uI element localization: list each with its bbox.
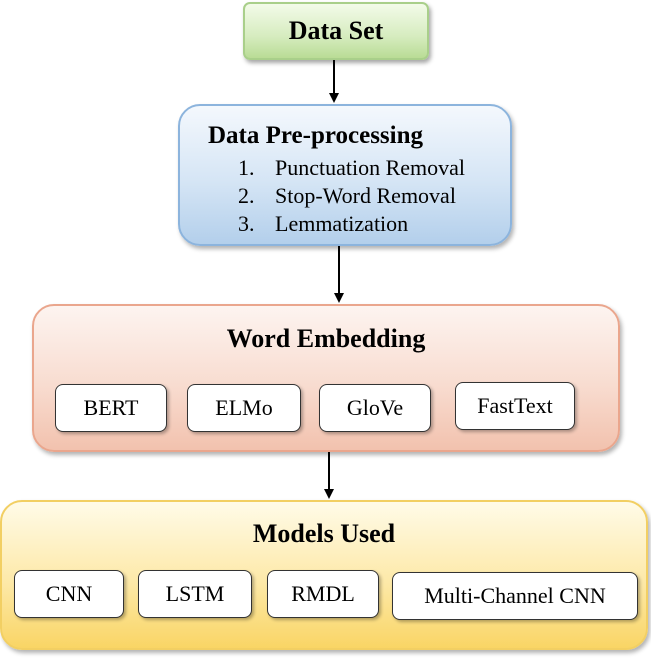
model-chip-cnn: CNN bbox=[14, 570, 124, 618]
step-number: 2. bbox=[238, 183, 255, 208]
word-embedding-title: Word Embedding bbox=[226, 324, 426, 353]
dataset-label: Data Set bbox=[288, 16, 384, 45]
word-embedding-node: Word Embedding BERT ELMo GloVe FastText bbox=[32, 304, 620, 452]
preprocessing-step: 1. Punctuation Removal bbox=[238, 154, 465, 182]
step-text: Punctuation Removal bbox=[275, 155, 466, 180]
embedding-chip-elmo: ELMo bbox=[187, 384, 301, 432]
step-text: Stop-Word Removal bbox=[275, 183, 456, 208]
preprocessing-title: Data Pre-processing bbox=[208, 122, 424, 149]
model-chip-lstm: LSTM bbox=[138, 570, 252, 618]
step-number: 3. bbox=[238, 211, 255, 236]
preprocessing-node: Data Pre-processing 1. Punctuation Remova… bbox=[178, 104, 512, 246]
preprocessing-step: 3. Lemmatization bbox=[238, 210, 465, 238]
model-chip-multi-channel-cnn: Multi-Channel CNN bbox=[392, 572, 638, 620]
dataset-node: Data Set bbox=[243, 2, 429, 60]
step-number: 1. bbox=[238, 155, 255, 180]
models-used-title: Models Used bbox=[252, 519, 396, 548]
preprocessing-step: 2. Stop-Word Removal bbox=[238, 182, 465, 210]
preprocessing-steps: 1. Punctuation Removal 2. Stop-Word Remova… bbox=[238, 154, 465, 238]
step-text: Lemmatization bbox=[275, 211, 409, 236]
model-chip-rmdl: RMDL bbox=[267, 570, 379, 618]
embedding-chip-glove: GloVe bbox=[319, 384, 431, 432]
models-used-node: Models Used CNN LSTM RMDL Multi-Channel … bbox=[0, 500, 648, 650]
embedding-chip-bert: BERT bbox=[55, 384, 167, 432]
embedding-chip-fasttext: FastText bbox=[455, 382, 575, 430]
